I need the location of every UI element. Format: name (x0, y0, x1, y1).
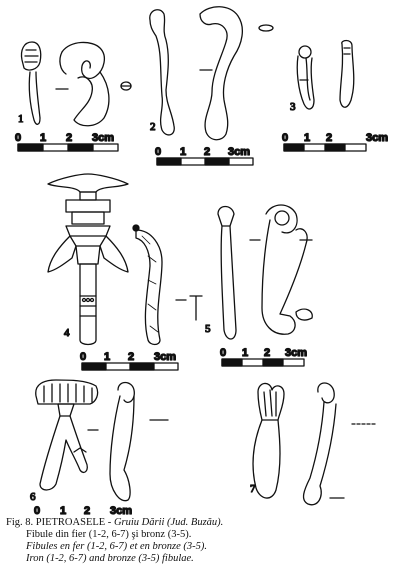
scale-5-tick-0: 0 (220, 347, 226, 359)
figure-caption: Fig. 8. PIETROASELE - Gruiu Dării (Jud. … (6, 517, 401, 565)
scale-6-tick-1: 1 (60, 505, 66, 515)
scale-6-tick-0: 0 (34, 505, 40, 515)
scale-bar-3 (283, 143, 367, 152)
scale-3-tick-3: 3cm (366, 132, 388, 144)
scale-2-tick-3: 3cm (228, 146, 250, 158)
figure-number-3: 3 (290, 101, 296, 113)
scale-bar-5 (221, 358, 305, 367)
scale-1-tick-2: 2 (66, 132, 72, 144)
scale-5-tick-1: 1 (242, 347, 248, 359)
scale-bar-4 (81, 362, 179, 371)
fibula-1-drawing (20, 41, 132, 127)
scale-3-tick-1: 1 (304, 132, 310, 144)
scale-3-tick-0: 0 (282, 132, 288, 144)
artifact-plate: 1 0 1 2 3cm 2 0 1 2 3cm (14, 6, 389, 515)
scale-2-tick-1: 1 (180, 146, 186, 158)
fibula-7-drawing (252, 382, 377, 506)
scale-6-tick-3: 3cm (110, 505, 132, 515)
figure-number-4: 4 (64, 327, 70, 339)
scale-6-tick-2: 2 (84, 505, 90, 515)
figure-number-6: 6 (30, 491, 36, 503)
scale-3-tick-2: 2 (326, 132, 332, 144)
figure-number-7: 7 (250, 483, 256, 495)
scale-2-tick-2: 2 (204, 146, 210, 158)
caption-english: Iron (1-2, 6-7) and bronze (3-5) fibulae… (26, 553, 194, 564)
scale-1-tick-3: 3cm (92, 132, 114, 144)
scale-5-tick-2: 2 (264, 347, 270, 359)
caption-fig-label: Fig. 8. (6, 517, 34, 528)
caption-site: PIETROASELE - (35, 517, 112, 528)
fibula-5-drawing (217, 204, 313, 340)
figure-number-2: 2 (150, 121, 156, 133)
fibula-6-drawing (35, 379, 169, 502)
fibula-3-drawing (296, 39, 355, 110)
figure-number-5: 5 (205, 323, 211, 335)
caption-romanian: Fibule din fier (1-2, 6-7) şi bronz (3-5… (26, 529, 192, 540)
scale-4-tick-0: 0 (80, 351, 86, 363)
scale-bar-2 (156, 157, 254, 166)
figure-number-1: 1 (18, 113, 24, 125)
caption-french: Fibules en fer (1-2, 6-7) et en bronze (… (26, 541, 207, 552)
scale-4-tick-2: 2 (128, 351, 134, 363)
scale-4-tick-3: 3cm (154, 351, 176, 363)
fibula-4-drawing (47, 173, 203, 346)
caption-site-detail: Gruiu Dării (Jud. Buzău). (113, 517, 224, 528)
scale-1-tick-0: 0 (15, 132, 21, 144)
scale-5-tick-3: 3cm (285, 347, 307, 359)
fibula-2-drawing (149, 6, 274, 141)
scale-4-tick-1: 1 (104, 351, 110, 363)
scale-bar-1 (17, 143, 119, 152)
scale-1-tick-1: 1 (40, 132, 46, 144)
scale-2-tick-0: 0 (155, 146, 161, 158)
